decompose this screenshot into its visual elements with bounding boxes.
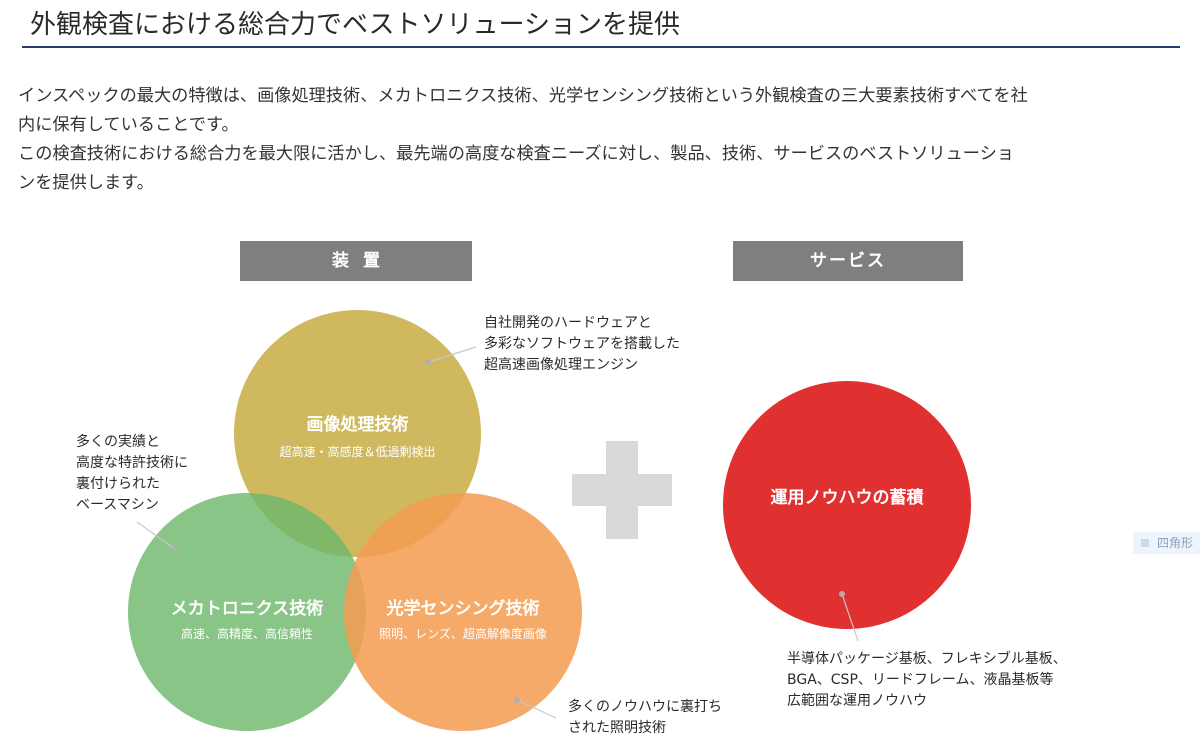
mechatronics-circle — [128, 493, 366, 731]
service-title: 運用ノウハウの蓄積 — [770, 488, 924, 508]
service-label: サービス — [733, 241, 963, 281]
mechatronics-note: 多くの実績と 高度な特許技術に 裏付けられた ベースマシン — [76, 434, 188, 513]
square-icon — [1141, 539, 1149, 547]
leader-dot — [172, 546, 178, 552]
optical-sensing-title: 光学センシング技術 — [386, 599, 540, 619]
intro-text: インスペックの最大の特徴は、画像処理技術、メカトロニクス技術、光学センシング技術… — [18, 82, 1188, 198]
optical-sensing-note: 多くのノウハウに裏打ち された照明技術 — [568, 699, 722, 736]
heading-underline — [22, 46, 1180, 48]
intro-line: 内に保有していることです。 — [18, 115, 239, 135]
plus-icon — [572, 441, 672, 539]
equipment-label: 装置 — [240, 241, 472, 281]
image-processing-subtitle: 超高速・高感度＆低過剰検出 — [279, 445, 436, 459]
service-circle — [723, 381, 971, 629]
edge-tag[interactable]: 四角形 — [1133, 532, 1200, 554]
leader-dot — [514, 697, 520, 703]
leader-dot — [839, 591, 845, 597]
mechatronics-subtitle: 高速、高精度、高信頼性 — [180, 627, 313, 641]
leader-dot — [425, 359, 431, 365]
intro-line: この検査技術における総合力を最大限に活かし、最先端の高度な検査ニーズに対し、製品… — [18, 144, 1015, 164]
service-note: 半導体パッケージ基板、フレキシブル基板、 BGA、CSP、リードフレーム、液晶基… — [787, 651, 1067, 709]
intro-line: インスペックの最大の特徴は、画像処理技術、メカトロニクス技術、光学センシング技術… — [18, 86, 1028, 106]
optical-sensing-circle — [344, 493, 582, 731]
intro-line: ンを提供します。 — [18, 173, 154, 193]
image-processing-title: 画像処理技術 — [306, 415, 409, 435]
mechatronics-title: メカトロニクス技術 — [170, 599, 324, 619]
image-processing-note: 自社開発のハードウェアと 多彩なソフトウェアを搭載した 超高速画像処理エンジン — [484, 315, 680, 373]
optical-sensing-subtitle: 照明、レンズ、超高解像度画像 — [379, 627, 547, 641]
page-title: 外観検査における総合力でベストソリューションを提供 — [30, 10, 681, 40]
section-heading: 外観検査における総合力でベストソリューションを提供 — [22, 4, 1180, 48]
